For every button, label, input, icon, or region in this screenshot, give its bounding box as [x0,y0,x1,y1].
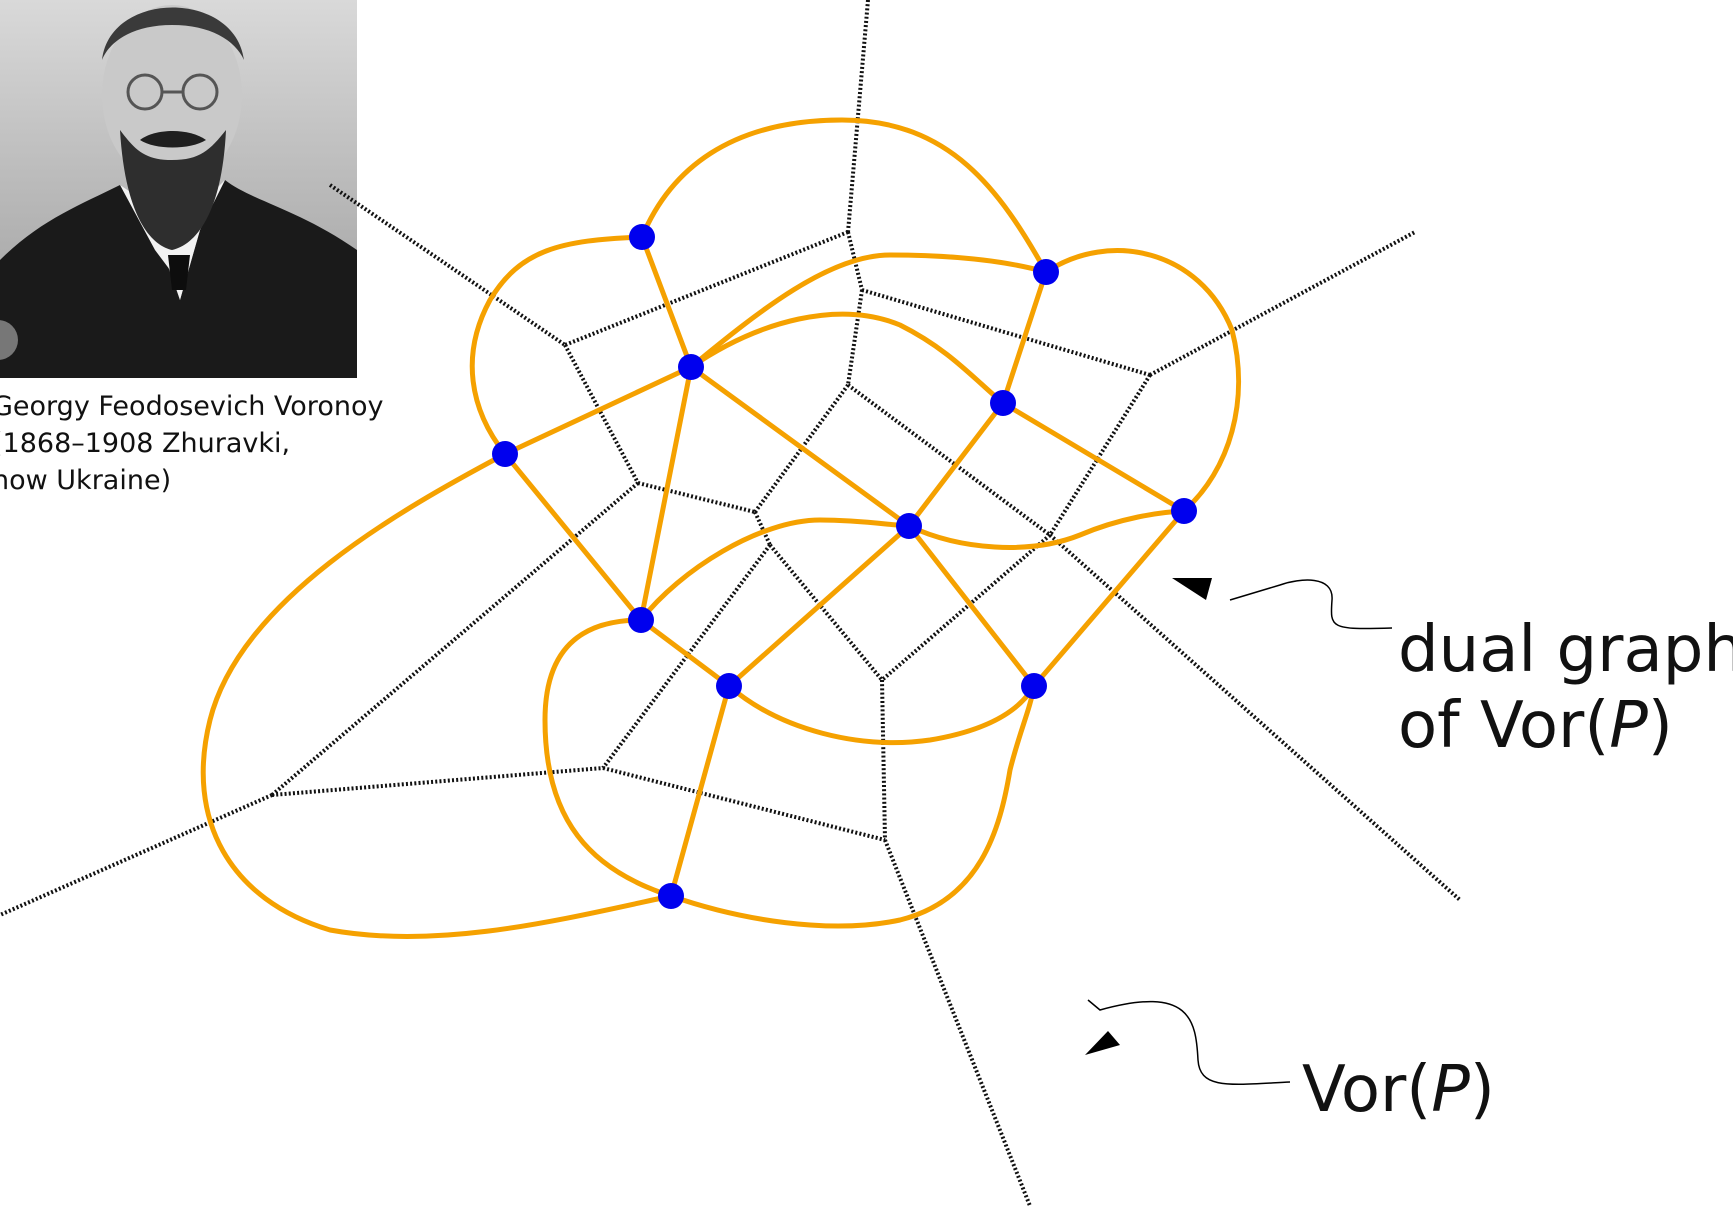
dual-graph-label: dual graph of Vor(P) [1398,612,1733,764]
dual-edge [200,451,674,940]
site-point [1021,673,1047,699]
site-point [658,883,684,909]
dual-edge [726,683,1037,745]
dual-edge [638,364,694,623]
voronoi-edge [1048,373,1152,537]
voronoi-edge [880,533,1052,682]
dual-edge [906,523,1037,689]
voronoi-edge [0,793,273,917]
voronoi-edge [328,183,567,347]
dual-edge [542,617,674,899]
site-point [1171,498,1197,524]
dual-graph-pointer [1172,578,1393,630]
dual-edge [638,517,912,623]
dual-graph-label-line2: of Vor(P) [1398,688,1733,764]
dual-edge [688,252,1049,370]
voronoi-edge [753,511,772,546]
dual-edge [906,400,1006,529]
dual-edge [668,683,1037,929]
voronoi-edge [861,288,1151,377]
voronoi-label-suffix: ) [1469,1053,1495,1127]
voronoi-edge [1149,230,1416,377]
dual-graph-pointer-line [1229,579,1393,630]
dual-edge [639,117,1049,275]
dual-graph-label-suffix: ) [1647,689,1673,763]
voronoi-edge [846,289,864,386]
dual-edge [668,683,732,899]
voronoi-edge [1048,533,1462,902]
voronoi-edge [270,481,640,797]
site-point [629,224,655,250]
dual-edge [906,508,1187,550]
dual-edge [688,311,1006,406]
site-point [716,673,742,699]
site-point [1033,259,1059,285]
voronoi-label-prefix: Vor( [1302,1053,1432,1127]
voronoi-pointer-line [1087,999,1291,1086]
voronoi-edge [846,0,870,233]
voronoi-edge [271,766,604,797]
site-point [492,441,518,467]
voronoi-label: Vor(P) [1302,1052,1495,1128]
voronoi-edge [846,383,1052,537]
dual-edge [502,451,644,623]
dual-edge [469,234,645,457]
site-point [896,513,922,539]
site-point [678,354,704,380]
voronoi-edge [883,839,1032,1206]
portrait-caption: Georgy Feodosevich Voronoy (1868–1908 Zh… [0,388,452,499]
caption-line: now Ukraine) [0,465,172,496]
voronoi-edge [563,344,640,484]
dual-edge [638,617,732,689]
site-point [990,390,1016,416]
site-point [628,607,654,633]
sites [492,224,1197,909]
dual-edge [639,234,694,370]
dual-edge [1000,269,1049,406]
dual-graph-edges [200,117,1242,940]
dual-edge [1031,508,1187,689]
portrait-photo [0,0,357,378]
dual-edge [688,364,912,529]
voronoi-edge [637,481,756,514]
dual-edge [1043,248,1242,514]
voronoi-edge [753,383,850,514]
voronoi-edge [880,679,887,841]
arrowhead-icon [1085,1031,1120,1055]
caption-line: Georgy Feodosevich Voronoy [0,391,384,422]
dual-edge [502,364,694,457]
voronoi-pointer [1085,999,1291,1086]
dual-edge [726,523,912,689]
voronoi-label-var: P [1431,1053,1470,1127]
dual-edge [1000,400,1187,514]
voronoi-edge [602,766,886,842]
voronoi-edge [564,230,849,347]
dual-graph-label-prefix: of Vor( [1398,689,1610,763]
dual-graph-label-line1: dual graph [1398,613,1733,687]
dual-graph-label-var: P [1609,689,1648,763]
caption-line: (1868–1908 Zhuravki, [0,428,291,459]
arrowhead-icon [1172,578,1212,600]
